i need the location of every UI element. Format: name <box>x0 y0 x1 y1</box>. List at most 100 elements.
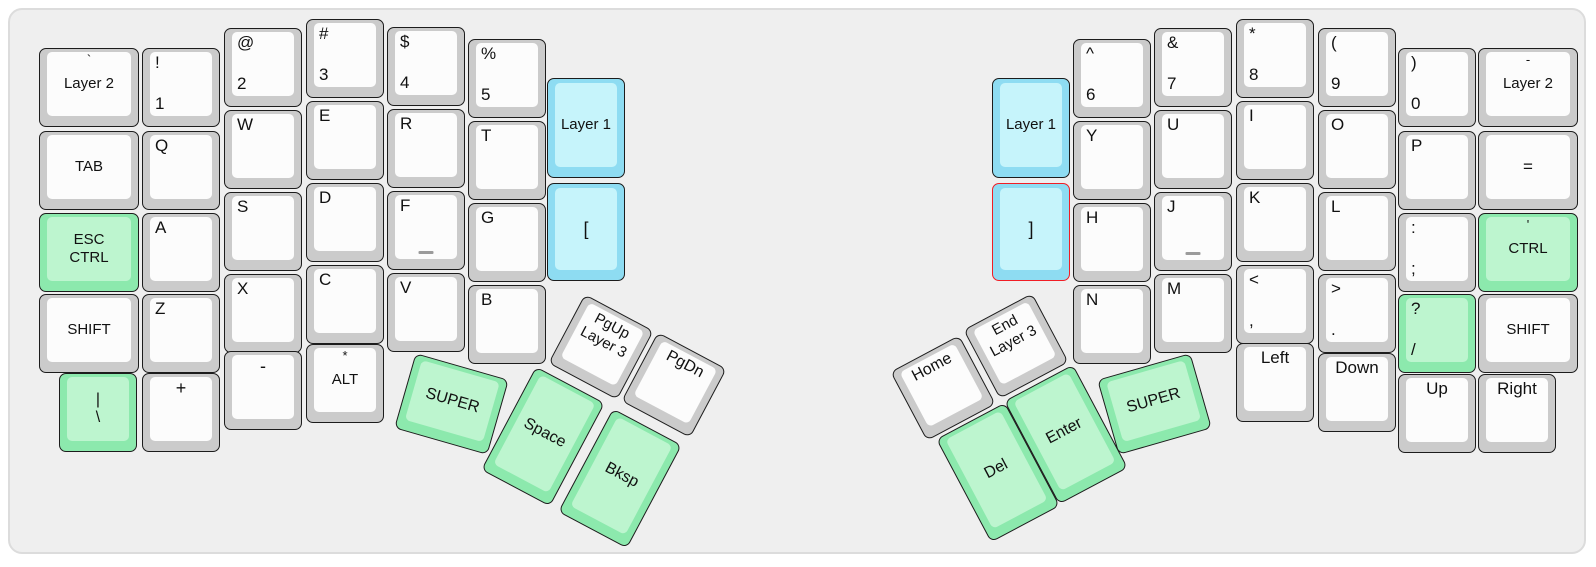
keycap-top: SHIFT <box>1486 298 1570 362</box>
key-5[interactable]: %5 <box>468 38 546 118</box>
key-arrow-left[interactable]: Left <box>1236 342 1314 422</box>
key-6[interactable]: ^6 <box>1073 38 1151 118</box>
key-asterisk-alt[interactable]: *ALT <box>306 343 384 423</box>
key-9[interactable]: (9 <box>1318 27 1396 107</box>
key-i[interactable]: I <box>1236 100 1314 180</box>
key-a[interactable]: A <box>142 212 220 292</box>
key-d[interactable]: D <box>306 182 384 262</box>
key-n[interactable]: N <box>1073 284 1151 364</box>
keycap-top: $4 <box>395 31 457 95</box>
key-legend: Layer 2 <box>1502 74 1554 92</box>
keycap-top: !1 <box>150 52 212 116</box>
key-legend: S <box>237 197 249 216</box>
key-legend: G <box>481 208 495 227</box>
key-minus-layer2[interactable]: -Layer 2 <box>1478 47 1578 127</box>
key-super-left[interactable]: SUPER <box>393 353 509 455</box>
keycap-top: SUPER <box>404 359 500 443</box>
key-m[interactable]: M <box>1154 273 1232 353</box>
key-u[interactable]: U <box>1154 109 1232 189</box>
key-legend: 4 <box>400 72 410 92</box>
key-q[interactable]: Q <box>142 130 220 210</box>
keycap-top: ] <box>1000 187 1062 270</box>
keycap-top: &7 <box>1162 32 1224 96</box>
key-tab[interactable]: TAB <box>39 130 139 210</box>
key-comma[interactable]: <, <box>1236 264 1314 344</box>
key-8[interactable]: *8 <box>1236 18 1314 98</box>
key-super-right[interactable]: SUPER <box>1096 353 1212 455</box>
key-3[interactable]: #3 <box>306 18 384 98</box>
key-semicolon[interactable]: :; <box>1398 212 1476 292</box>
key-arrow-down[interactable]: Down <box>1318 352 1396 432</box>
key-grave-layer2[interactable]: `Layer 2 <box>39 47 139 127</box>
key-j[interactable]: J <box>1154 191 1232 271</box>
key-legend: # <box>319 24 329 43</box>
key-legend: , <box>1249 310 1254 330</box>
key-legend: U <box>1167 115 1180 134</box>
key-shift-right[interactable]: SHIFT <box>1478 293 1578 373</box>
key-legend: < <box>1249 270 1259 289</box>
keycap-top: W <box>232 114 294 178</box>
key-legend: Home <box>908 349 955 385</box>
key-w[interactable]: W <box>224 109 302 189</box>
key-f[interactable]: F <box>387 190 465 270</box>
key-t[interactable]: T <box>468 120 546 200</box>
key-legend: - <box>260 356 266 376</box>
key-equals[interactable]: = <box>1478 130 1578 210</box>
key-legend: I <box>1249 106 1254 125</box>
key-pipe-backslash[interactable]: |\ <box>59 372 137 452</box>
key-minus[interactable]: - <box>224 350 302 430</box>
keycap-top: J <box>1162 196 1224 260</box>
key-shift-left[interactable]: SHIFT <box>39 293 139 373</box>
keycap-top: (9 <box>1326 32 1388 96</box>
key-l[interactable]: L <box>1318 191 1396 271</box>
keycap-top: Layer 1 <box>555 82 617 167</box>
key-7[interactable]: &7 <box>1154 27 1232 107</box>
key-k[interactable]: K <box>1236 182 1314 262</box>
key-s[interactable]: S <box>224 191 302 271</box>
key-legend: ( <box>1331 33 1337 52</box>
key-left-bracket[interactable]: [ <box>547 183 625 281</box>
key-r[interactable]: R <box>387 108 465 188</box>
keycap-top: `Layer 2 <box>47 52 131 116</box>
key-2[interactable]: @2 <box>224 27 302 107</box>
keycap-top: >. <box>1326 278 1388 342</box>
key-v[interactable]: V <box>387 272 465 352</box>
key-x[interactable]: X <box>224 273 302 353</box>
keycap-top: S <box>232 196 294 260</box>
keycap-top: Left <box>1244 347 1306 411</box>
key-0[interactable]: )0 <box>1398 47 1476 127</box>
key-z[interactable]: Z <box>142 293 220 373</box>
key-g[interactable]: G <box>468 202 546 282</box>
key-legend: Up <box>1426 379 1448 398</box>
key-plus[interactable]: + <box>142 372 220 452</box>
key-b[interactable]: B <box>468 284 546 364</box>
key-legend: SUPER <box>1124 384 1182 417</box>
key-4[interactable]: $4 <box>387 26 465 106</box>
key-legend: E <box>319 106 331 125</box>
key-layer1-right[interactable]: Layer 1 <box>992 78 1070 178</box>
key-c[interactable]: C <box>306 264 384 344</box>
key-1[interactable]: !1 <box>142 47 220 127</box>
key-p[interactable]: P <box>1398 130 1476 210</box>
key-right-bracket[interactable]: ] <box>992 183 1070 281</box>
key-quote-ctrl[interactable]: 'CTRL <box>1478 212 1578 292</box>
keycap-top: O <box>1326 114 1388 178</box>
key-arrow-right[interactable]: Right <box>1478 373 1556 453</box>
keycap-top: T <box>476 125 538 189</box>
key-o[interactable]: O <box>1318 109 1396 189</box>
key-legend: ; <box>1411 258 1416 278</box>
key-e[interactable]: E <box>306 100 384 180</box>
key-question-slash[interactable]: ?/ <box>1398 293 1476 373</box>
key-arrow-up[interactable]: Up <box>1398 373 1476 453</box>
key-legend: ! <box>155 53 160 72</box>
key-period[interactable]: >. <box>1318 273 1396 353</box>
key-h[interactable]: H <box>1073 202 1151 282</box>
key-y[interactable]: Y <box>1073 120 1151 200</box>
key-legend: 9 <box>1331 73 1341 93</box>
key-layer1-left[interactable]: Layer 1 <box>547 78 625 178</box>
key-legend: F <box>400 196 411 215</box>
keycap-top: #3 <box>314 23 376 87</box>
keycap-top: Z <box>150 298 212 362</box>
